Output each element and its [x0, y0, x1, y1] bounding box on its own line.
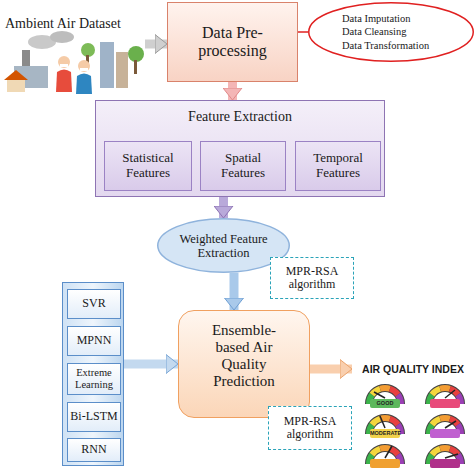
- output-group: AIR QUALITY INDEX: [352, 320, 474, 420]
- gauge-needle: [445, 390, 455, 398]
- gauge-label: MODERATE: [370, 429, 400, 438]
- node-text: RNN: [81, 443, 106, 456]
- feature-box: Spatial Features: [200, 141, 286, 191]
- model-box: Bi-LSTM: [67, 402, 121, 432]
- node-text: MPNN: [77, 334, 112, 347]
- node-text: MPR-RSA algorithm: [272, 415, 348, 442]
- tower-building: [100, 42, 114, 88]
- flow-arrow: [230, 273, 239, 310]
- house-roof: [4, 70, 28, 80]
- gauge-label-plate: [430, 399, 460, 408]
- face-mask: [80, 68, 88, 71]
- node-text: Extreme Learning: [69, 367, 119, 391]
- house-wall: [7, 80, 25, 92]
- flow-arrow: [228, 82, 237, 100]
- process-box: Ensemble-based Air Quality Prediction: [178, 310, 310, 418]
- node-text: Ambient Air Dataset: [5, 16, 121, 32]
- algorithm-box: MPR-RSA algorithm: [270, 257, 354, 299]
- tree-trunk: [134, 60, 137, 74]
- node-text: Temporal Features: [299, 151, 377, 180]
- tower-building: [116, 52, 128, 88]
- flow-arrow: [124, 360, 178, 369]
- model-box: MPNN: [67, 326, 121, 356]
- person-body: [56, 70, 72, 93]
- model-box: Extreme Learning: [67, 363, 121, 395]
- group-box: Feature ExtractionStatistical Features Sp…: [95, 100, 385, 197]
- gauge-label: GOOD: [370, 399, 400, 408]
- person-head: [58, 56, 70, 68]
- node-text: Data Transformation: [342, 39, 429, 52]
- ellipse-shape: [309, 3, 474, 62]
- node-text: SVR: [82, 297, 105, 310]
- callout-tail: [298, 31, 308, 33]
- gauge-label-plate: [370, 459, 400, 468]
- gauge-label-plate: [430, 429, 460, 438]
- tree-crown: [128, 46, 144, 62]
- node-text: Ensemble-based Air Quality Prediction: [196, 322, 292, 389]
- city-illustration: [4, 31, 144, 94]
- node-text: Feature Extraction: [188, 109, 292, 125]
- gauge-needle: [385, 446, 392, 458]
- flow-arrow: [145, 40, 167, 49]
- node-text: Data Pre-processing: [177, 24, 289, 60]
- node-text: Bi-LSTM: [70, 410, 117, 423]
- model-column: SVR MPNN Extreme LearningBi-LSTM RNN: [62, 282, 124, 466]
- node-text: Data Cleansing: [342, 25, 406, 38]
- model-box: SVR: [67, 289, 121, 319]
- node-text: MPR-RSA algorithm: [274, 265, 350, 292]
- process-box: Data Pre-processing: [167, 2, 298, 82]
- node-text: Spatial Features: [204, 151, 282, 180]
- gauge-needle: [374, 392, 385, 398]
- dataset-illustration: Ambient Air Dataset: [0, 6, 145, 98]
- gauge-label-plate: [430, 459, 460, 468]
- gauge-label-plate: [370, 399, 400, 408]
- gauge-needle: [380, 416, 385, 428]
- node-text: Data Imputation: [342, 12, 411, 25]
- gauge-needle: [445, 454, 458, 458]
- smoke-cloud: [50, 31, 74, 43]
- callout-ellipse: Data ImputationData CleansingData Transf…: [308, 2, 474, 62]
- person-body: [76, 74, 92, 95]
- gauge-label-plate: [370, 429, 400, 438]
- face-mask: [60, 64, 68, 67]
- feature-box: Temporal Features: [295, 141, 381, 191]
- person-head: [78, 60, 90, 72]
- node-text: Weighted Feature Extraction: [165, 232, 283, 260]
- model-box: RNN: [67, 438, 121, 462]
- flow-arrow: [310, 365, 352, 374]
- aqi-gauges: [369, 388, 461, 468]
- algorithm-box: MPR-RSA algorithm: [268, 406, 352, 450]
- node-text: Statistical Features: [109, 151, 187, 180]
- feature-box: Statistical Features: [104, 141, 192, 191]
- flow-arrow: [219, 197, 228, 218]
- gauge-needle: [445, 421, 456, 428]
- node-text: AIR QUALITY INDEX: [362, 364, 464, 376]
- tree-crown: [81, 43, 95, 57]
